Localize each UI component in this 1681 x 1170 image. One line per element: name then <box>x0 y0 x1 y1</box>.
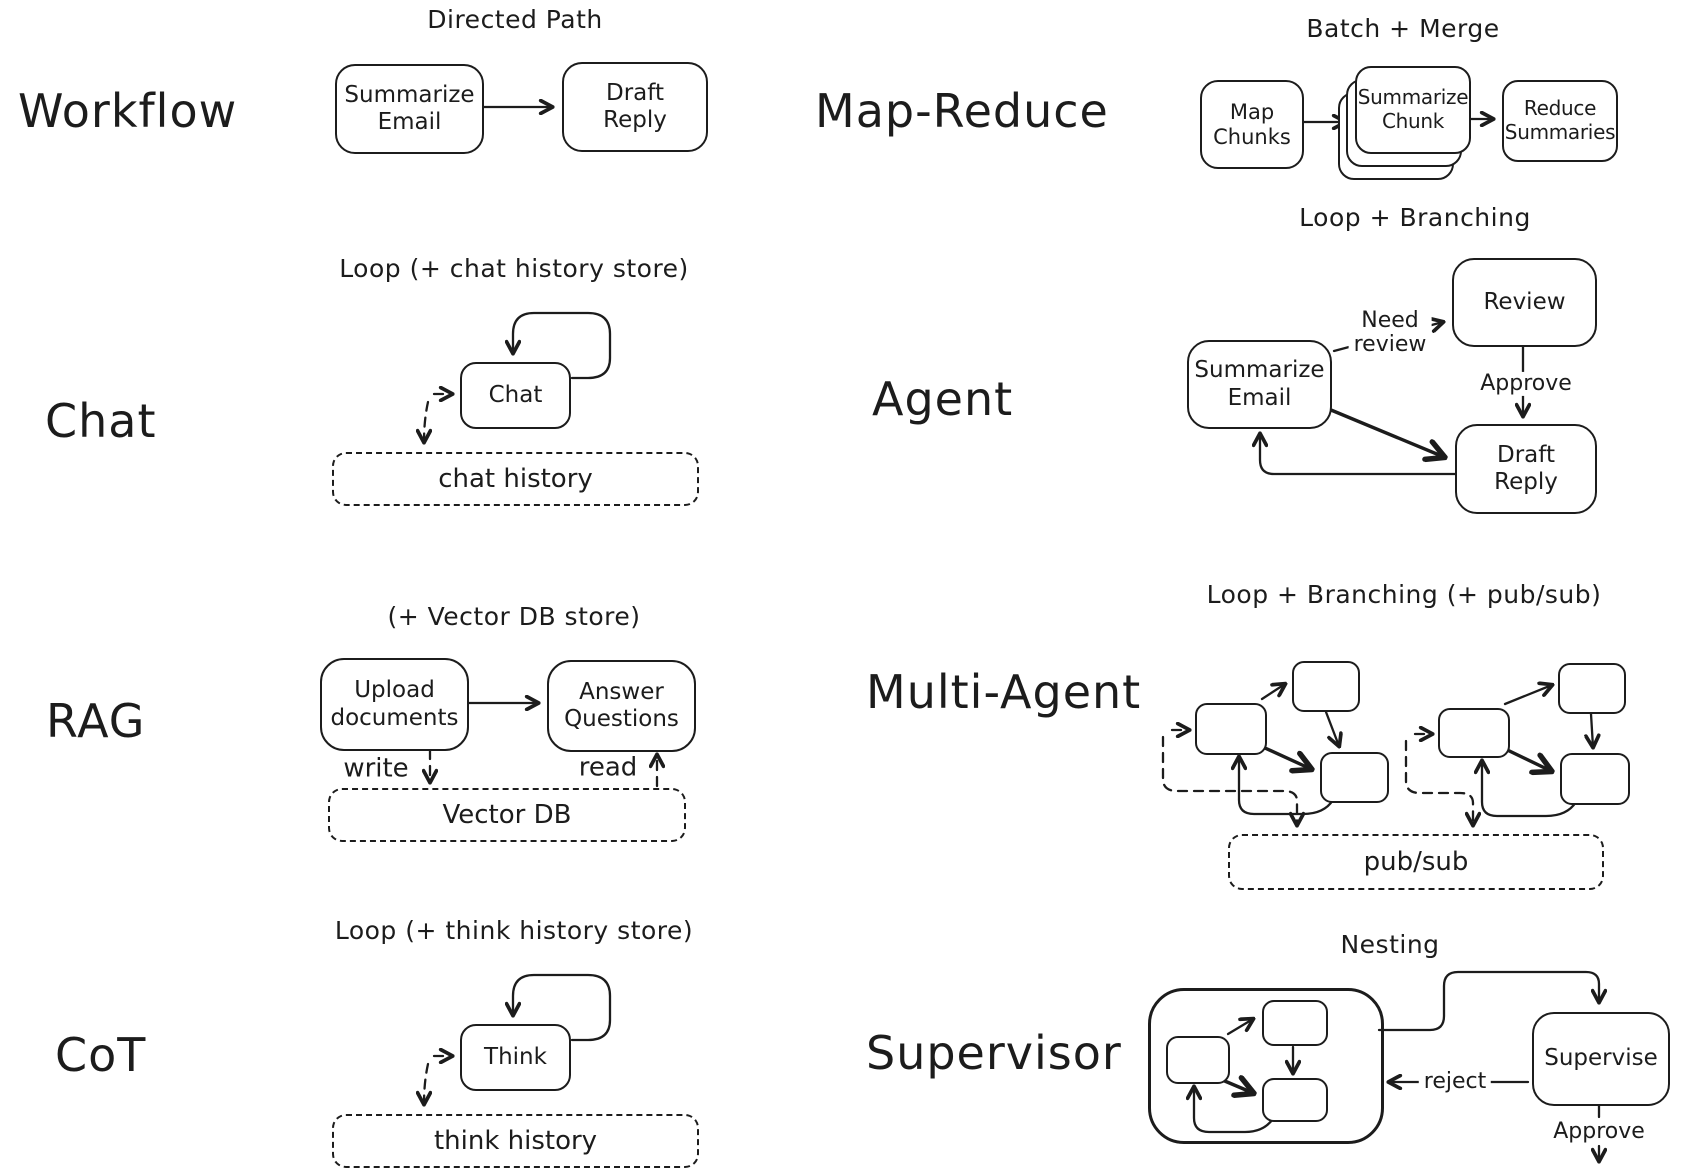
diagram-title-mapreduce: Batch + Merge <box>1306 14 1500 43</box>
multiagent2-pubsub-dashed-arrow <box>1404 739 1473 825</box>
multiagent1-arrow-left-to-top <box>1260 684 1285 701</box>
multiagent1-top-box <box>1292 661 1360 712</box>
multiagent2-bottom-box <box>1560 753 1630 805</box>
diagram-title-multiagent: Loop + Branching (+ pub/sub) <box>1206 580 1602 609</box>
diagram-title-cot: Loop (+ think history store) <box>334 916 694 945</box>
pattern-label-rag: RAG <box>46 694 146 748</box>
node-summarize-chunk: Summarize Chunk <box>1355 66 1471 154</box>
diagram-title-supervisor: Nesting <box>1340 930 1440 959</box>
multiagent1-arrow-top-to-bottom <box>1324 710 1339 746</box>
diagram-title-agent: Loop + Branching <box>1299 203 1531 232</box>
pattern-label-chat: Chat <box>45 394 157 448</box>
edge-label-reject: reject <box>1418 1069 1492 1095</box>
edge-label-agent-approve: Approve <box>1475 371 1577 397</box>
node-chat: Chat <box>460 362 571 429</box>
multiagent1-bottom-box <box>1320 752 1389 803</box>
node-map-chunks: Map Chunks <box>1200 80 1304 169</box>
supervisor-loop-arrow <box>1194 1087 1274 1134</box>
diagram-title-workflow: Directed Path <box>427 5 603 34</box>
supervisor-arrow-left-to-top <box>1226 1019 1253 1036</box>
node-answer-questions: Answer Questions <box>547 660 696 752</box>
cot-self-loop-arrow <box>513 973 612 1042</box>
agent-arrow-draft-to-summarize <box>1260 434 1457 476</box>
agent-arrow-summarize-to-draft <box>1329 408 1444 457</box>
supervisor-left-box <box>1166 1036 1230 1084</box>
node-draft-reply: Draft Reply <box>562 62 708 152</box>
pattern-label-multiagent: Multi-Agent <box>866 665 1142 719</box>
edge-label-read: read <box>578 752 638 783</box>
node-reduce-summaries: Reduce Summaries <box>1502 80 1618 162</box>
edge-label-supervisor-approve: Approve <box>1553 1118 1645 1144</box>
edge-label-write: write <box>343 753 409 784</box>
supervisor-bottom-box <box>1262 1078 1328 1122</box>
diagram-title-chat: Loop (+ chat history store) <box>339 254 689 283</box>
pattern-label-mapreduce: Map-Reduce <box>815 84 1109 138</box>
multiagent1-loop-arrow <box>1239 757 1335 816</box>
multiagent2-top-box <box>1558 663 1626 714</box>
edge-label-need-review: Need review <box>1348 308 1432 358</box>
node-summarize-email: Summarize Email <box>335 64 484 154</box>
multiagent2-loop-arrow <box>1482 761 1578 818</box>
multiagent1-pubsub-dashed-arrow <box>1161 735 1297 825</box>
pattern-label-supervisor: Supervisor <box>866 1026 1122 1080</box>
cot-store-dashed-arrow <box>424 1062 428 1104</box>
multiagent1-left-box <box>1195 703 1267 755</box>
pattern-label-agent: Agent <box>872 372 1014 426</box>
node-supervise: Supervise <box>1532 1012 1670 1106</box>
store-chat-history: chat history <box>332 452 699 506</box>
multiagent2-arrow-top-to-bottom <box>1591 712 1593 747</box>
node-agent-summarize-email: Summarize Email <box>1187 340 1332 429</box>
multiagent2-arrow-left-to-top <box>1503 685 1552 706</box>
supervisor-arrow-nest-to-supervise <box>1377 970 1599 1032</box>
pattern-label-cot: CoT <box>55 1028 147 1082</box>
chat-store-dashed-arrow <box>424 400 428 442</box>
store-pub-sub: pub/sub <box>1228 834 1604 890</box>
supervisor-nest-container <box>1148 988 1384 1144</box>
node-upload-documents: Upload documents <box>320 658 469 751</box>
supervisor-top-box <box>1262 1000 1328 1046</box>
multiagent2-left-box <box>1438 708 1510 758</box>
diagram-title-rag: (+ Vector DB store) <box>387 602 641 631</box>
store-think-history: think history <box>332 1114 699 1168</box>
pattern-label-workflow: Workflow <box>18 84 238 138</box>
chat-self-loop-arrow <box>513 311 612 380</box>
node-agent-draft-reply: Draft Reply <box>1455 424 1597 514</box>
store-vector-db: Vector DB <box>328 788 686 842</box>
node-review: Review <box>1452 258 1597 347</box>
node-think: Think <box>460 1024 571 1091</box>
